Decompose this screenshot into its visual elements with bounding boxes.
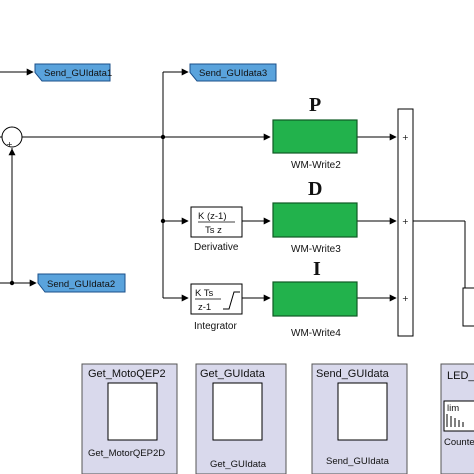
goto-tag-send-guidata3[interactable]: Send_GUIdata3 [189, 63, 277, 82]
sum-input-sign: + [402, 133, 409, 142]
gain-name: WM-Write3 [291, 244, 341, 255]
subsystem-name: Send_GUIdata [326, 456, 390, 467]
subsystem-get-guidata[interactable]: Get_GUIdata Get_GUIdata [195, 363, 287, 474]
derivative-name: Derivative [194, 242, 239, 253]
gain-name: WM-Write4 [291, 328, 341, 339]
integrator-denominator: z-1 [198, 302, 211, 313]
counter-limit-label: lim [447, 403, 459, 414]
output-block-partial[interactable] [462, 287, 474, 327]
signal-lines [0, 68, 466, 302]
integrator-block[interactable]: K Ts z-1 Integrator [190, 283, 243, 332]
junction-dot [160, 134, 166, 140]
counter-icon [446, 414, 464, 427]
gain-name: WM-Write2 [291, 160, 341, 171]
integrator-name: Integrator [194, 321, 237, 332]
sum-input-sign: + [402, 217, 409, 226]
tag-label: Send_GUIdata2 [47, 279, 115, 290]
letter-i: I [313, 258, 321, 280]
derivative-denominator: Ts z [205, 225, 222, 236]
sum-input-sign: + [402, 294, 409, 303]
tag-label: Send_GUIdata3 [199, 68, 267, 79]
subsystem-name: Get_GUIdata [210, 459, 267, 470]
summation-bar[interactable]: + + + [397, 108, 414, 337]
subsystem-led[interactable]: LED_ lim Counte [440, 363, 474, 474]
integrator-numerator: K Ts [195, 288, 214, 299]
subsystem-name: Get_MotorQEP2D [88, 448, 165, 459]
subsystem-get-motoqep2[interactable]: Get_MotoQEP2 Get_MotorQEP2D [81, 363, 178, 474]
junctions [9, 134, 166, 286]
letter-p: P [309, 94, 321, 116]
sum-block[interactable]: + [1, 126, 23, 149]
junction-dot [160, 218, 166, 224]
tag-label: Send_GUIdata1 [44, 68, 112, 79]
sum-sign: + [6, 140, 13, 149]
goto-tag-send-guidata1[interactable]: Send_GUIdata1 [34, 63, 112, 82]
subsystem-title: Get_MotoQEP2 [88, 368, 166, 380]
subsystem-title: Get_GUIdata [200, 368, 266, 380]
saturation-icon [223, 291, 240, 310]
gain-block-p[interactable]: WM-Write2 [272, 119, 358, 171]
derivative-numerator: K (z-1) [198, 211, 227, 222]
subsystem-title: Send_GUIdata [316, 368, 390, 380]
letter-d: D [308, 178, 322, 200]
subsystem-send-guidata[interactable]: Send_GUIdata Send_GUIdata [311, 363, 408, 474]
junction-dot [9, 280, 15, 286]
subsystem-name: Counte [444, 437, 474, 448]
goto-tag-send-guidata2[interactable]: Send_GUIdata2 [37, 273, 126, 293]
subsystem-title: LED_ [447, 370, 474, 382]
gain-block-i[interactable]: WM-Write4 [272, 281, 358, 339]
derivative-block[interactable]: K (z-1) Ts z Derivative [190, 206, 243, 253]
gain-block-d[interactable]: WM-Write3 [272, 202, 358, 255]
